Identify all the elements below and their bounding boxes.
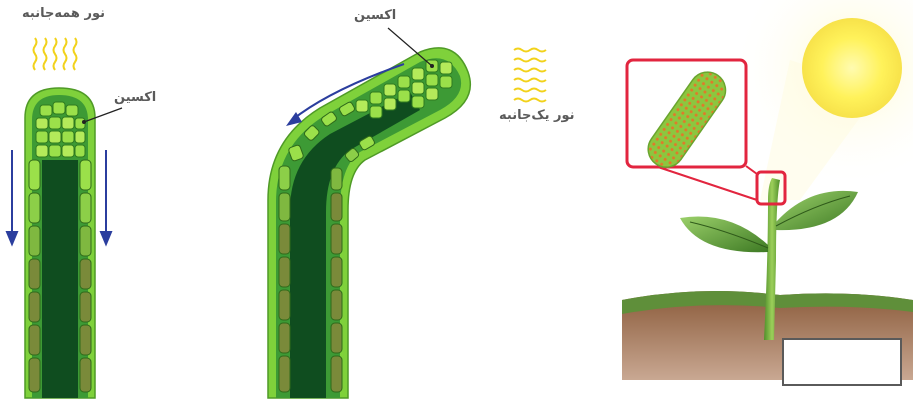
one-side-light-label: نور یک‌جانبه — [499, 108, 575, 123]
sun-icon — [802, 18, 902, 118]
left-leaf — [680, 217, 768, 253]
one-side-light-rays — [514, 49, 546, 102]
auxin-label-middle: اکسین — [354, 8, 396, 23]
answer-box[interactable] — [782, 338, 902, 386]
plant-illustration — [622, 0, 913, 380]
straight-coleoptile — [7, 38, 122, 398]
all-sides-light-label: نور همه‌جانبه — [22, 6, 105, 21]
bent-coleoptile — [268, 28, 546, 398]
all-sides-light-rays — [34, 38, 77, 70]
auxin-label-left: اکسین — [114, 90, 156, 105]
